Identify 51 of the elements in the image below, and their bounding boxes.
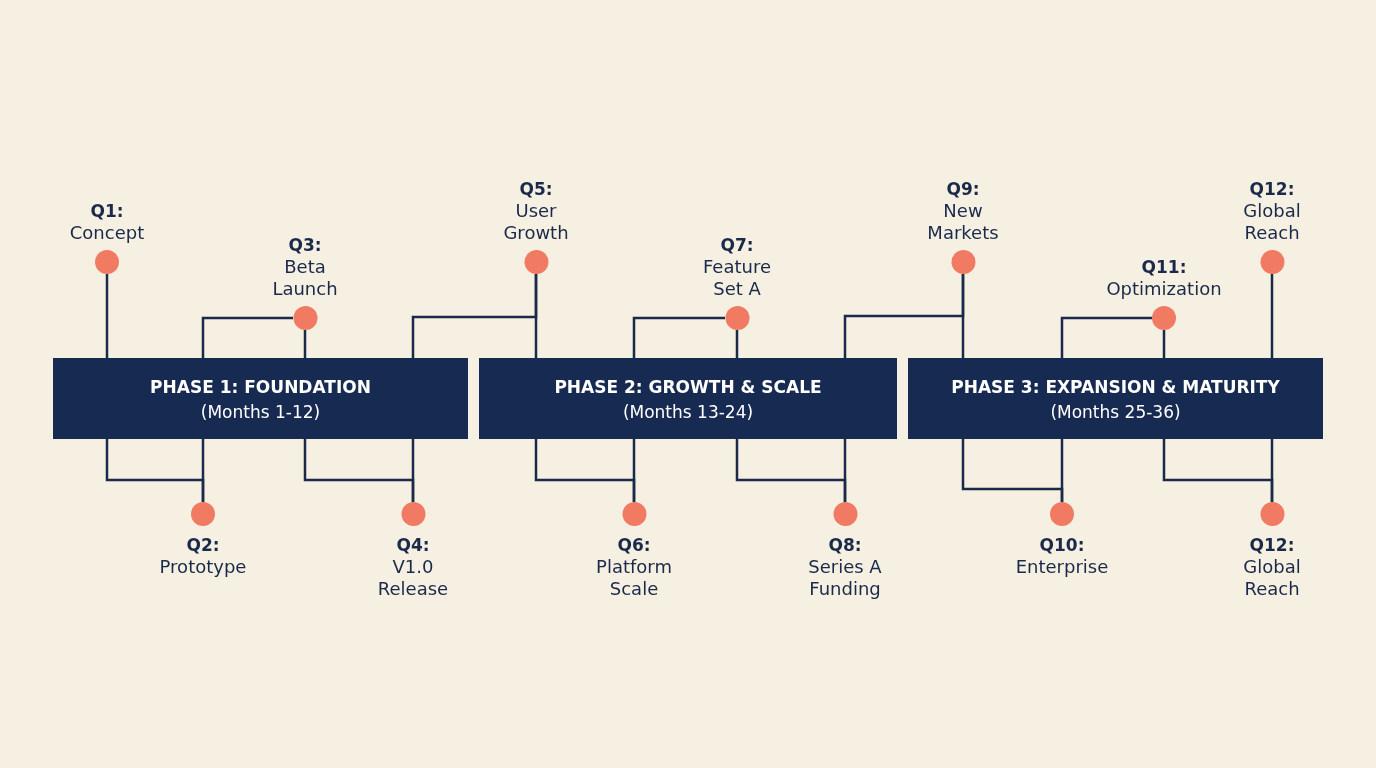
milestone-label: Series A Funding bbox=[807, 556, 883, 600]
phase-months: (Months 1-12) bbox=[200, 400, 321, 424]
connector-line bbox=[105, 439, 205, 502]
phase-bar bbox=[908, 358, 1323, 439]
milestone-label: V1.0 Release bbox=[376, 556, 450, 600]
quarter-label: Q2: bbox=[186, 534, 220, 556]
connector-line bbox=[303, 330, 307, 358]
phase-months: (Months 13-24) bbox=[622, 400, 754, 424]
connector-line bbox=[1162, 330, 1166, 358]
milestone-label: Beta Launch bbox=[271, 256, 339, 300]
milestone-label: Optimization bbox=[1105, 278, 1223, 300]
connector-line bbox=[735, 330, 739, 358]
quarter-label: Q9: bbox=[946, 178, 980, 200]
milestone-label: Platform Scale bbox=[595, 556, 673, 600]
quarter-label: Q1: bbox=[90, 200, 124, 222]
milestone-label: Prototype bbox=[158, 556, 248, 578]
connector-line bbox=[1060, 316, 1152, 358]
connector-line bbox=[632, 316, 725, 358]
quarter-label: Q12: bbox=[1249, 534, 1295, 556]
quarter-label: Q12: bbox=[1249, 178, 1295, 200]
connector-line bbox=[201, 316, 293, 358]
milestone-label: Feature Set A bbox=[702, 256, 772, 300]
quarter-label: Q6: bbox=[617, 534, 651, 556]
phase-title: PHASE 3: EXPANSION & MATURITY bbox=[951, 375, 1280, 399]
milestone-label: Global Reach bbox=[1242, 556, 1302, 600]
phase-bar bbox=[479, 358, 897, 439]
quarter-label: Q10: bbox=[1039, 534, 1085, 556]
quarter-label: Q3: bbox=[288, 234, 322, 256]
connector-line bbox=[961, 274, 965, 358]
connector-line bbox=[735, 439, 847, 502]
phase-title: PHASE 2: GROWTH & SCALE bbox=[554, 375, 822, 399]
phase-title: PHASE 1: FOUNDATION bbox=[150, 375, 371, 399]
milestone-label: Concept bbox=[68, 222, 146, 244]
connector-line bbox=[961, 439, 1064, 502]
quarter-label: Q5: bbox=[519, 178, 553, 200]
quarter-label: Q8: bbox=[828, 534, 862, 556]
quarter-label: Q7: bbox=[720, 234, 754, 256]
quarter-label: Q4: bbox=[396, 534, 430, 556]
connector-line bbox=[303, 439, 415, 502]
milestone-label: User Growth bbox=[502, 200, 570, 244]
connector-line bbox=[1270, 274, 1274, 358]
connector-line bbox=[534, 274, 538, 358]
connector-line bbox=[1162, 439, 1274, 502]
milestone-label: Global Reach bbox=[1242, 200, 1302, 244]
milestone-label: New Markets bbox=[926, 200, 1000, 244]
milestone-label: Enterprise bbox=[1014, 556, 1110, 578]
connector-line bbox=[534, 439, 636, 502]
phase-bar bbox=[53, 358, 468, 439]
quarter-label: Q11: bbox=[1141, 256, 1187, 278]
connector-line bbox=[105, 274, 109, 358]
phase-months: (Months 25-36) bbox=[1050, 400, 1181, 424]
